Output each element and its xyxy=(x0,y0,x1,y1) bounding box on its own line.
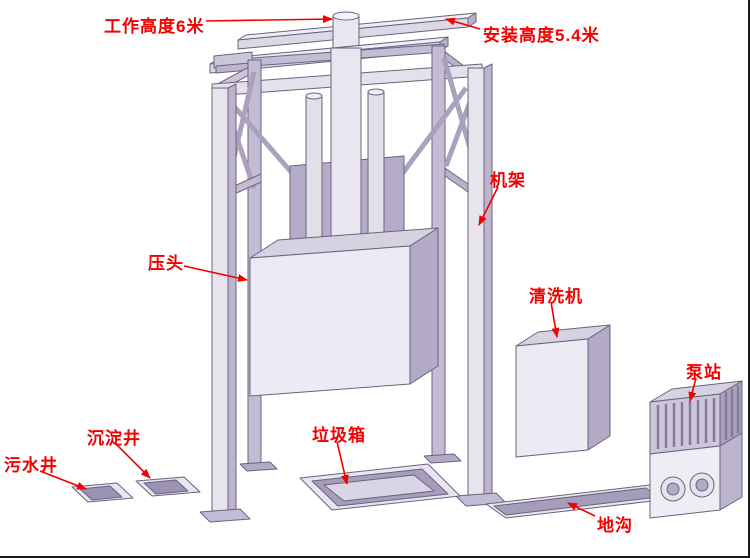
arrow-garbage-bin xyxy=(336,441,349,485)
guide-rod-left xyxy=(305,92,323,255)
frame-front-legs xyxy=(199,63,507,523)
trench-channel xyxy=(485,484,671,519)
sewage-well-pit xyxy=(71,482,134,503)
press-head-box xyxy=(249,227,439,397)
main-cylinder xyxy=(330,47,362,257)
cylinder-cap xyxy=(332,11,360,49)
pump-louvers xyxy=(656,385,740,449)
washing-machine-box xyxy=(515,324,611,458)
arrow-press-head xyxy=(183,265,248,282)
arrow-install-height xyxy=(445,17,481,30)
label-press-head: 压头 xyxy=(148,254,184,273)
arrow-trench xyxy=(567,502,596,517)
arrow-pump-station xyxy=(688,377,697,402)
arrow-sewage-well xyxy=(39,470,87,490)
label-pump-station: 泵站 xyxy=(686,363,722,382)
label-washing-machine: 清洗机 xyxy=(529,287,583,306)
guide-rod-right xyxy=(367,88,385,251)
label-garbage-bin: 垃圾箱 xyxy=(312,426,366,445)
garbage-bin-pit xyxy=(299,463,461,511)
pump-port-right-inner xyxy=(695,478,709,492)
arrow-frame xyxy=(478,186,499,226)
label-working-height: 工作高度6米 xyxy=(104,17,205,36)
leader-arrows xyxy=(39,15,697,517)
arrow-washer xyxy=(550,301,560,338)
settling-well-pit xyxy=(135,476,201,497)
label-trench: 地沟 xyxy=(597,516,633,535)
pump-station-unit xyxy=(649,380,743,519)
label-sewage-well: 污水井 xyxy=(4,456,58,475)
label-install-height: 安装高度5.4米 xyxy=(483,26,600,45)
arrow-settling-well xyxy=(115,443,151,479)
pump-port-left-inner xyxy=(666,482,680,496)
arrow-working-height xyxy=(205,15,333,24)
label-settling-well: 沉淀井 xyxy=(87,429,141,448)
label-frame: 机架 xyxy=(490,171,526,190)
